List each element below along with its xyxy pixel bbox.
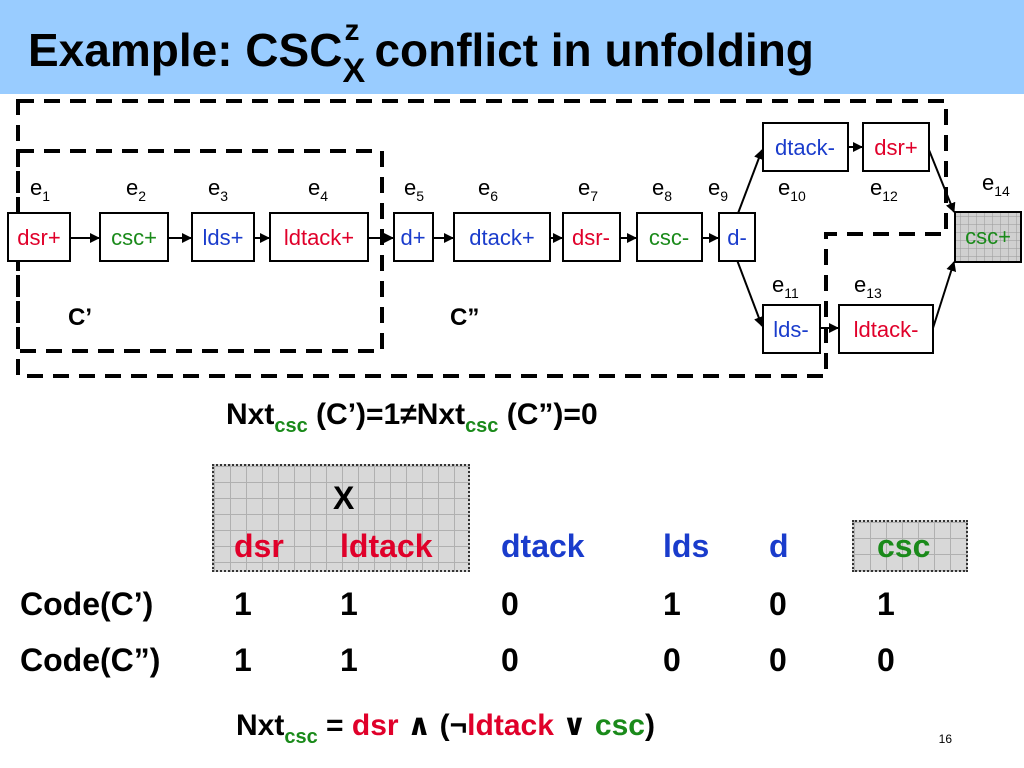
row-c1-dsr: 1 — [234, 586, 252, 622]
event-label-e13: e13 — [854, 272, 882, 301]
arrows — [70, 142, 957, 333]
csc-highlight — [852, 520, 968, 572]
node-e11-label: lds- — [773, 317, 808, 342]
page-number: 16 — [938, 732, 952, 746]
nxt-formula-eq: = — [317, 709, 352, 742]
row-c2-ldtack: 1 — [340, 642, 358, 678]
event-label-e10: e10 — [778, 175, 806, 204]
nxt-formula-not: ¬ — [449, 709, 468, 742]
node-e6: dtack+ — [453, 212, 551, 262]
node-e14: csc+ — [954, 211, 1022, 263]
nxt-compare-part4: (C”)=0 — [498, 398, 598, 431]
node-e13: ldtack- — [838, 304, 934, 354]
node-e8-label: csc- — [649, 225, 689, 250]
node-e13-label: ldtack- — [854, 317, 919, 342]
header-d: d — [769, 528, 789, 564]
nxt-comparison: Nxtcsc (C’)=1≠Nxtcsc (C”)=0 — [226, 398, 598, 437]
node-e7: dsr- — [562, 212, 621, 262]
row-c2-csc: 0 — [877, 642, 895, 678]
event-label-e2: e2 — [126, 175, 146, 204]
x-group-highlight — [212, 464, 470, 572]
header-lds: lds — [663, 528, 710, 564]
cut-c1-label: C’ — [68, 304, 92, 331]
event-label-e3: e3 — [208, 175, 228, 204]
node-e2: csc+ — [99, 212, 169, 262]
node-e9-label: d- — [727, 225, 747, 250]
node-e3: lds+ — [191, 212, 255, 262]
event-label-e8: e8 — [652, 175, 672, 204]
node-e4: ldtack+ — [269, 212, 369, 262]
nxt-formula-ldtack: ldtack — [467, 709, 554, 742]
nxt-compare-sub2: csc — [465, 415, 499, 437]
unfolding-diagram: dsr+ csc+ lds+ ldtack+ d+ dtack+ dsr- cs… — [7, 99, 1022, 378]
cut-c2-label: C” — [450, 304, 479, 331]
row-c1-lds: 1 — [663, 586, 681, 622]
node-e12-label: dsr+ — [874, 135, 917, 160]
event-label-e14: e14 — [982, 170, 1010, 199]
header-dsr: dsr — [234, 528, 284, 564]
node-e2-label: csc+ — [111, 225, 157, 250]
node-e3-label: lds+ — [203, 225, 244, 250]
title-sup: z — [344, 13, 360, 47]
node-e10-label: dtack- — [775, 135, 835, 160]
node-e8: csc- — [636, 212, 703, 262]
nxt-formula-close: ) — [644, 709, 655, 742]
event-label-e12: e12 — [870, 175, 898, 204]
nxt-compare-part1: Nxt — [226, 398, 275, 431]
event-label-e7: e7 — [578, 175, 598, 204]
node-e10: dtack- — [762, 122, 849, 172]
event-label-e4: e4 — [308, 175, 328, 204]
cut-c2-boundary — [16, 99, 948, 378]
row-c2-dsr: 1 — [234, 642, 252, 678]
node-e14-label: csc+ — [965, 224, 1011, 249]
title-sub: X — [342, 51, 366, 90]
nxt-formula-sub: csc — [284, 726, 318, 748]
node-e1-label: dsr+ — [17, 225, 60, 250]
nxt-formula-csc: csc — [594, 709, 645, 742]
node-e7-label: dsr- — [572, 225, 610, 250]
nxt-formula-and: ∧ ( — [398, 709, 450, 742]
node-e9: d- — [718, 212, 756, 262]
event-label-e1: e1 — [30, 175, 50, 204]
nxt-formula-dsr: dsr — [351, 709, 399, 742]
x-group-label: X — [333, 480, 355, 516]
event-label-e6: e6 — [478, 175, 498, 204]
header-ldtack: ldtack — [340, 528, 433, 564]
node-e11: lds- — [762, 304, 821, 354]
row-c1-csc: 1 — [877, 586, 895, 622]
title-suffix: conflict in unfolding — [374, 24, 814, 76]
nxt-compare-sub1: csc — [274, 415, 308, 437]
nxt-formula-or: ∨ — [553, 709, 595, 742]
nxt-compare-part2: (C’)=1 — [307, 398, 401, 431]
title-prefix: Example: CSC — [28, 24, 343, 76]
event-label-e5: e5 — [404, 175, 424, 204]
nxt-compare-part3: Nxt — [416, 398, 466, 431]
nxt-formula: Nxtcsc = dsr ∧ (¬ldtack ∨ csc) — [236, 708, 655, 748]
node-e4-label: ldtack+ — [284, 225, 354, 250]
row-label-c2: Code(C”) — [20, 642, 161, 678]
node-e6-label: dtack+ — [469, 225, 534, 250]
nxt-compare-neq: ≠ — [400, 398, 417, 431]
event-label-e11: e11 — [772, 272, 799, 301]
node-e12: dsr+ — [862, 122, 930, 172]
row-c1-dtack: 0 — [501, 586, 519, 622]
header-dtack: dtack — [501, 528, 585, 564]
node-e1: dsr+ — [7, 212, 71, 262]
row-c2-lds: 0 — [663, 642, 681, 678]
event-labels: e1 e2 e3 e4 e5 e6 e7 e8 e9 e10 e11 e12 e… — [30, 170, 1010, 301]
row-c2-dtack: 0 — [501, 642, 519, 678]
node-e5-label: d+ — [400, 225, 425, 250]
row-c1-d: 0 — [769, 586, 787, 622]
event-label-e9: e9 — [708, 175, 728, 204]
row-label-c1: Code(C’) — [20, 586, 154, 622]
nxt-formula-lhs: Nxt — [236, 709, 285, 742]
row-c1-ldtack: 1 — [340, 586, 358, 622]
row-c2-d: 0 — [769, 642, 787, 678]
title-bar — [0, 0, 1024, 94]
node-e5: d+ — [393, 212, 434, 262]
header-csc: csc — [877, 528, 931, 564]
